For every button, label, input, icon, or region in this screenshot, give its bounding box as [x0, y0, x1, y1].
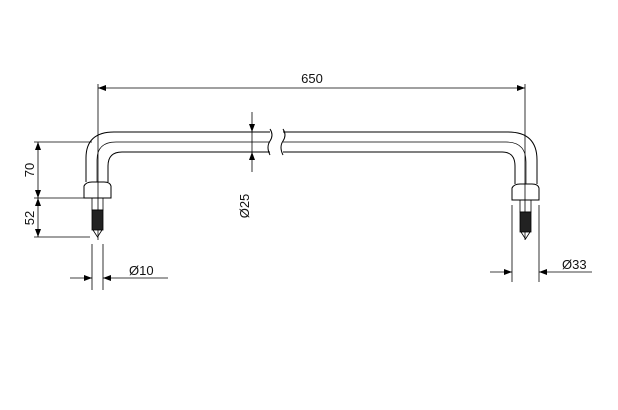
left-fitting [83, 181, 112, 238]
height-lower-label: 52 [22, 211, 37, 225]
nut-diameter-label: Ø33 [562, 257, 587, 272]
height-upper-label: 70 [22, 163, 37, 177]
pipe-diameter-dimension [246, 112, 258, 172]
height-dimensions [34, 141, 92, 238]
thread-diameter-label: Ø10 [129, 263, 154, 278]
pipe-diameter-label: Ø25 [237, 194, 252, 219]
spout-pipe [85, 128, 538, 184]
length-dimension [97, 84, 526, 240]
thread-diameter-dimension [70, 244, 168, 290]
right-fitting [511, 183, 540, 240]
length-label: 650 [301, 71, 323, 86]
nut-diameter-dimension [490, 205, 592, 282]
